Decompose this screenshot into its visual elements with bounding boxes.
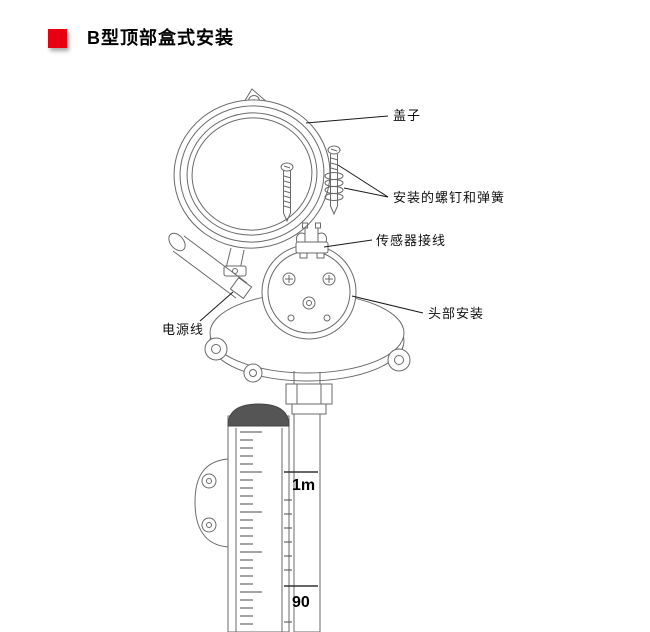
- page-title: B型顶部盒式安装: [87, 28, 234, 48]
- head-module-drawing: [261, 244, 357, 340]
- label-cover: 盖子: [393, 108, 422, 123]
- label-screws-springs: 安装的螺钉和弹簧: [393, 190, 506, 205]
- label-head-mount: 头部安装: [428, 306, 485, 321]
- probe-tube-drawing: [293, 413, 321, 632]
- scale-mark-90: 90: [292, 594, 310, 611]
- label-sensor-wiring: 传感器接线: [376, 233, 447, 248]
- gauge-column-drawing: [227, 403, 318, 632]
- label-power-cable: 电源线: [162, 322, 205, 337]
- scale-mark-1m: 1m: [292, 477, 316, 494]
- leader-lines: [199, 115, 424, 322]
- hex-fitting-drawing: [285, 371, 333, 415]
- wall-bracket-drawing: [194, 458, 229, 548]
- power-cable-drawing: [168, 232, 253, 300]
- screw-spring-drawing: [324, 145, 344, 216]
- screw-left-drawing: [280, 162, 294, 223]
- page-header: B型顶部盒式安装: [48, 27, 234, 49]
- sensor-connector-drawing: [295, 222, 329, 259]
- red-bullet-icon: [48, 28, 67, 48]
